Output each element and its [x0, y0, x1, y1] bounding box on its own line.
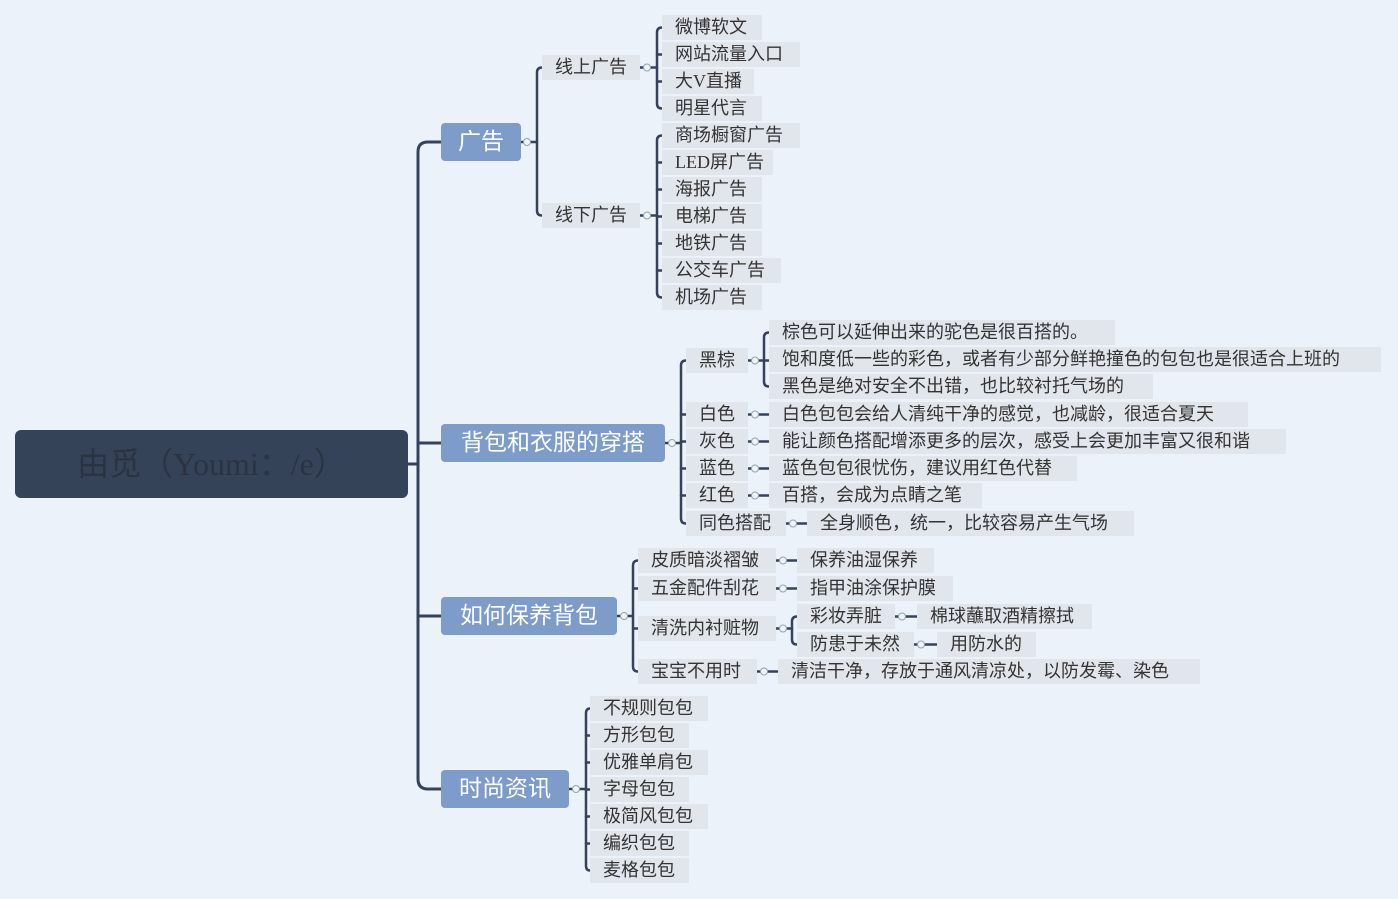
topic-minimalist-bags[interactable]: 极简风包包: [590, 804, 708, 829]
subtopic-gray[interactable]: 灰色: [686, 429, 748, 454]
connector-line: [416, 140, 443, 791]
subtopic-scratched-hardware[interactable]: 五金配件刮花: [638, 576, 776, 601]
topic-square-bags[interactable]: 方形包包: [590, 723, 689, 748]
topic-woven-bags[interactable]: 编织包包: [590, 831, 689, 856]
collapse-toggle[interactable]: [898, 612, 906, 621]
central-topic[interactable]: 由觅（Youmi：/e）: [15, 430, 408, 498]
collapse-toggle[interactable]: [751, 410, 759, 419]
connector-line: [535, 66, 544, 217]
connector-line: [655, 26, 664, 110]
topic-website-traffic-entry[interactable]: 网站流量入口: [662, 42, 800, 67]
subtopic-dull-wrinkled-leather[interactable]: 皮质暗淡褶皱: [638, 548, 776, 573]
connector-line: [762, 331, 771, 388]
subtopic-clean-lining-dirt[interactable]: 清洗内衬赃物: [638, 616, 776, 641]
subtopic-red[interactable]: 红色: [686, 483, 748, 508]
collapse-toggle[interactable]: [779, 624, 787, 633]
collapse-toggle[interactable]: [789, 519, 797, 528]
topic-elevator-ads[interactable]: 电梯广告: [662, 204, 762, 229]
collapse-toggle[interactable]: [751, 464, 759, 473]
topic-celebrity-endorsement[interactable]: 明星代言: [662, 96, 762, 121]
topic-low-saturation-colors[interactable]: 饱和度低一些的彩色，或者有少部分鲜艳撞色的包包也是很适合上班的: [769, 347, 1381, 372]
collapse-toggle[interactable]: [643, 211, 651, 220]
subtopic-white[interactable]: 白色: [686, 402, 748, 427]
topic-storage-tip[interactable]: 清洁干净，存放于通风清凉处，以防发霉、染色: [778, 659, 1200, 684]
subtopic-storage-when-unused[interactable]: 宝宝不用时: [638, 659, 757, 684]
connector-line: [790, 615, 799, 646]
subtopic-prevention[interactable]: 防患于未然: [797, 632, 914, 657]
topic-nail-polish-coating[interactable]: 指甲油涂保护膜: [797, 576, 953, 601]
main-topic-bag-outfit-matching[interactable]: 背包和衣服的穿搭: [441, 424, 665, 462]
subtopic-offline-ads[interactable]: 线下广告: [542, 203, 640, 228]
main-topic-fashion-news[interactable]: 时尚资讯: [441, 770, 569, 808]
topic-irregular-bags[interactable]: 不规则包包: [590, 696, 708, 721]
subtopic-blue[interactable]: 蓝色: [686, 456, 748, 481]
collapse-toggle[interactable]: [643, 63, 651, 72]
collapse-toggle[interactable]: [751, 437, 759, 446]
topic-mall-window-ads[interactable]: 商场橱窗广告: [662, 123, 800, 148]
subtopic-makeup-stains[interactable]: 彩妆弄脏: [797, 604, 895, 629]
topic-red-bag-tip[interactable]: 百搭，会成为点睛之笔: [769, 483, 982, 508]
subtopic-online-ads[interactable]: 线上广告: [542, 55, 640, 80]
main-topic-bag-care[interactable]: 如何保养背包: [441, 597, 617, 635]
collapse-toggle[interactable]: [917, 640, 925, 649]
collapse-toggle[interactable]: [620, 612, 628, 620]
topic-white-bag-tip[interactable]: 白色包包会给人清纯干净的感觉，也减龄，很适合夏天: [769, 402, 1248, 427]
topic-letter-bags[interactable]: 字母包包: [590, 777, 689, 802]
topic-led-screen-ads[interactable]: LED屏广告: [662, 150, 773, 175]
topic-poster-ads[interactable]: 海报广告: [662, 177, 762, 202]
collapse-toggle[interactable]: [668, 439, 676, 447]
topic-gray-bag-tip[interactable]: 能让颜色搭配增添更多的层次，感受上会更加丰富又很和谐: [769, 429, 1286, 454]
topic-elegant-shoulder-bag[interactable]: 优雅单肩包: [590, 750, 708, 775]
subtopic-black-brown[interactable]: 黑棕: [686, 348, 748, 373]
topic-conditioning-oil[interactable]: 保养油湿保养: [797, 548, 934, 573]
collapse-toggle[interactable]: [523, 138, 531, 146]
collapse-toggle[interactable]: [751, 491, 759, 500]
subtopic-same-color-matching[interactable]: 同色搭配: [686, 511, 786, 536]
topic-use-waterproof[interactable]: 用防水的: [937, 632, 1036, 657]
topic-subway-ads[interactable]: 地铁广告: [662, 231, 762, 256]
topic-same-color-tip[interactable]: 全身顺色，统一，比较容易产生气场: [807, 511, 1134, 536]
main-topic-advertising[interactable]: 广告: [441, 123, 521, 161]
collapse-toggle[interactable]: [779, 556, 787, 565]
topic-airport-ads[interactable]: 机场广告: [662, 285, 762, 310]
topic-brown-camel-versatile[interactable]: 棕色可以延伸出来的驼色是很百搭的。: [769, 320, 1115, 345]
topic-maige-bags[interactable]: 麦格包包: [590, 858, 689, 883]
topic-blue-bag-tip[interactable]: 蓝色包包很忧伤，建议用红色代替: [769, 456, 1077, 481]
connector-line: [631, 559, 640, 673]
topic-influencer-livestream[interactable]: 大V直播: [662, 69, 754, 94]
collapse-toggle[interactable]: [760, 667, 768, 676]
topic-weibo-soft-article[interactable]: 微博软文: [662, 15, 762, 40]
collapse-toggle[interactable]: [751, 356, 759, 365]
topic-black-safe-choice[interactable]: 黑色是绝对安全不出错，也比较衬托气场的: [769, 374, 1153, 399]
collapse-toggle[interactable]: [572, 785, 580, 793]
topic-bus-ads[interactable]: 公交车广告: [662, 258, 781, 283]
topic-alcohol-cotton-wipe[interactable]: 棉球蘸取酒精擦拭: [917, 604, 1092, 629]
collapse-toggle[interactable]: [779, 584, 787, 593]
